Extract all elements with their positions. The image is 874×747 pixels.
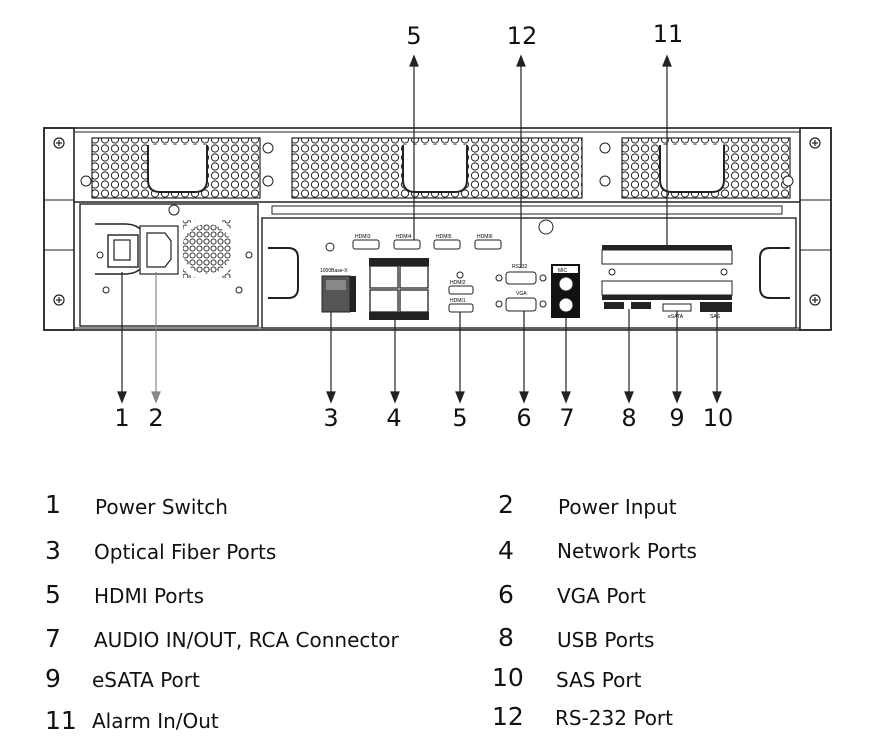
legend-num: 11 [45, 706, 77, 735]
svg-text:MIC: MIC [558, 268, 568, 274]
rear-panel-diagram: HDMI3 HDMI4 HDMI5 HDMI6 1000Base-X HDMI2 [43, 20, 832, 432]
callout-5-top: 5 [406, 22, 422, 50]
network-ports [369, 258, 429, 320]
svg-text:RS232: RS232 [512, 264, 528, 270]
svg-text:HDMI5: HDMI5 [436, 234, 452, 240]
callout-4: 4 [386, 404, 402, 432]
callout-9: 9 [669, 404, 685, 432]
power-supply-module [79, 203, 259, 327]
legend-num: 1 [45, 490, 61, 519]
svg-text:HDMI3: HDMI3 [355, 234, 371, 240]
callout-7: 7 [559, 404, 575, 432]
callout-3: 3 [323, 404, 339, 432]
legend-label: SAS Port [556, 668, 642, 692]
svg-text:1000Base-X: 1000Base-X [320, 268, 348, 274]
top-bay-left [80, 137, 274, 199]
callout-1: 1 [114, 404, 130, 432]
top-bay-right [599, 137, 794, 199]
legend-num: 2 [498, 490, 514, 519]
legend-num: 3 [45, 536, 61, 565]
legend-num: 12 [492, 702, 524, 731]
svg-text:VGA: VGA [516, 291, 527, 297]
legend-num: 4 [498, 536, 514, 565]
legend-num: 8 [498, 623, 514, 652]
legend-label: AUDIO IN/OUT, RCA Connector [94, 628, 399, 652]
callout-5-bottom: 5 [452, 404, 468, 432]
io-panel [261, 217, 797, 329]
legend-label: Optical Fiber Ports [94, 540, 277, 564]
legend-label: USB Ports [557, 628, 655, 652]
callout-10: 10 [702, 404, 734, 432]
hdmi-ports-front: HDMI2 HDMI1 [448, 271, 474, 313]
top-bay-center [262, 137, 611, 199]
legend-label: RS-232 Port [555, 706, 673, 730]
usb-ports [604, 302, 651, 309]
rear-panel-drawing: HDMI3 HDMI4 HDMI5 HDMI6 1000Base-X HDMI2 [43, 54, 832, 404]
sas-port: SAS [700, 302, 732, 320]
power-switch [95, 223, 148, 275]
legend-label: Power Input [558, 495, 677, 519]
hdmi-ports-top: HDMI3 HDMI4 HDMI5 HDMI6 [352, 234, 502, 250]
leader-lines [117, 54, 722, 404]
legend-label: HDMI Ports [94, 584, 205, 608]
svg-text:SAS: SAS [710, 314, 721, 320]
legend-num: 9 [45, 664, 61, 693]
callout-8: 8 [621, 404, 637, 432]
legend-label: Network Ports [557, 539, 697, 563]
svg-text:HDMI6: HDMI6 [477, 234, 493, 240]
legend: 1 Power Switch 2 Power Input 3 Optical F… [0, 480, 874, 747]
svg-text:HDMI1: HDMI1 [450, 298, 466, 304]
audio-rca-block: MIC [551, 264, 580, 318]
callout-11: 11 [652, 20, 684, 48]
legend-num: 10 [492, 663, 524, 692]
legend-num: 7 [45, 624, 61, 653]
callout-12: 12 [506, 22, 538, 50]
callout-2: 2 [148, 404, 164, 432]
legend-num: 5 [45, 580, 61, 609]
vga-port: VGA [495, 291, 547, 312]
rs232-port: RS232 [495, 264, 547, 285]
legend-label: VGA Port [557, 584, 646, 608]
rack-ear-screws [53, 137, 821, 306]
alarm-terminals [601, 245, 733, 300]
power-input-socket [139, 225, 179, 275]
legend-num: 6 [498, 580, 514, 609]
legend-label: Alarm In/Out [92, 709, 219, 733]
svg-text:HDMI4: HDMI4 [396, 234, 412, 240]
svg-text:eSATA: eSATA [668, 314, 684, 320]
callout-6: 6 [516, 404, 532, 432]
legend-label: Power Switch [95, 495, 228, 519]
legend-label: eSATA Port [92, 668, 200, 692]
svg-text:HDMI2: HDMI2 [450, 280, 466, 286]
optical-fiber-ports: 1000Base-X [320, 268, 356, 313]
